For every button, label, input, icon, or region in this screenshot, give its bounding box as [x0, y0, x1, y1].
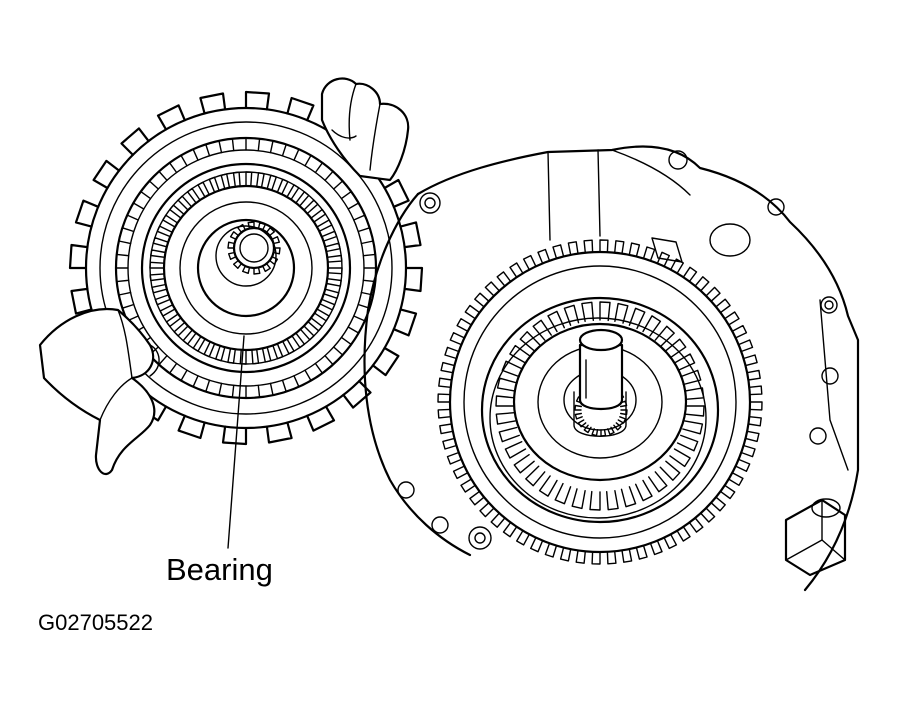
clutch-hub-splines [495, 301, 705, 511]
bearing-label: Bearing [166, 552, 273, 587]
hub-spline-path [495, 301, 705, 511]
drum-spline-bore [227, 221, 281, 275]
bearing-roller-path [149, 171, 343, 365]
bearing-leader-line [227, 335, 245, 549]
ring-gear [437, 239, 763, 565]
hand-left [38, 307, 160, 476]
figure-id: G02705522 [38, 610, 153, 635]
ring-gear-tooth-path [437, 239, 763, 565]
hand-right [320, 77, 410, 182]
clutch-drum-assembly [68, 90, 424, 446]
bearing [149, 171, 343, 365]
ring-gear-teeth [437, 239, 763, 565]
drum-spline-path [227, 221, 281, 275]
transmission-case [363, 145, 860, 592]
